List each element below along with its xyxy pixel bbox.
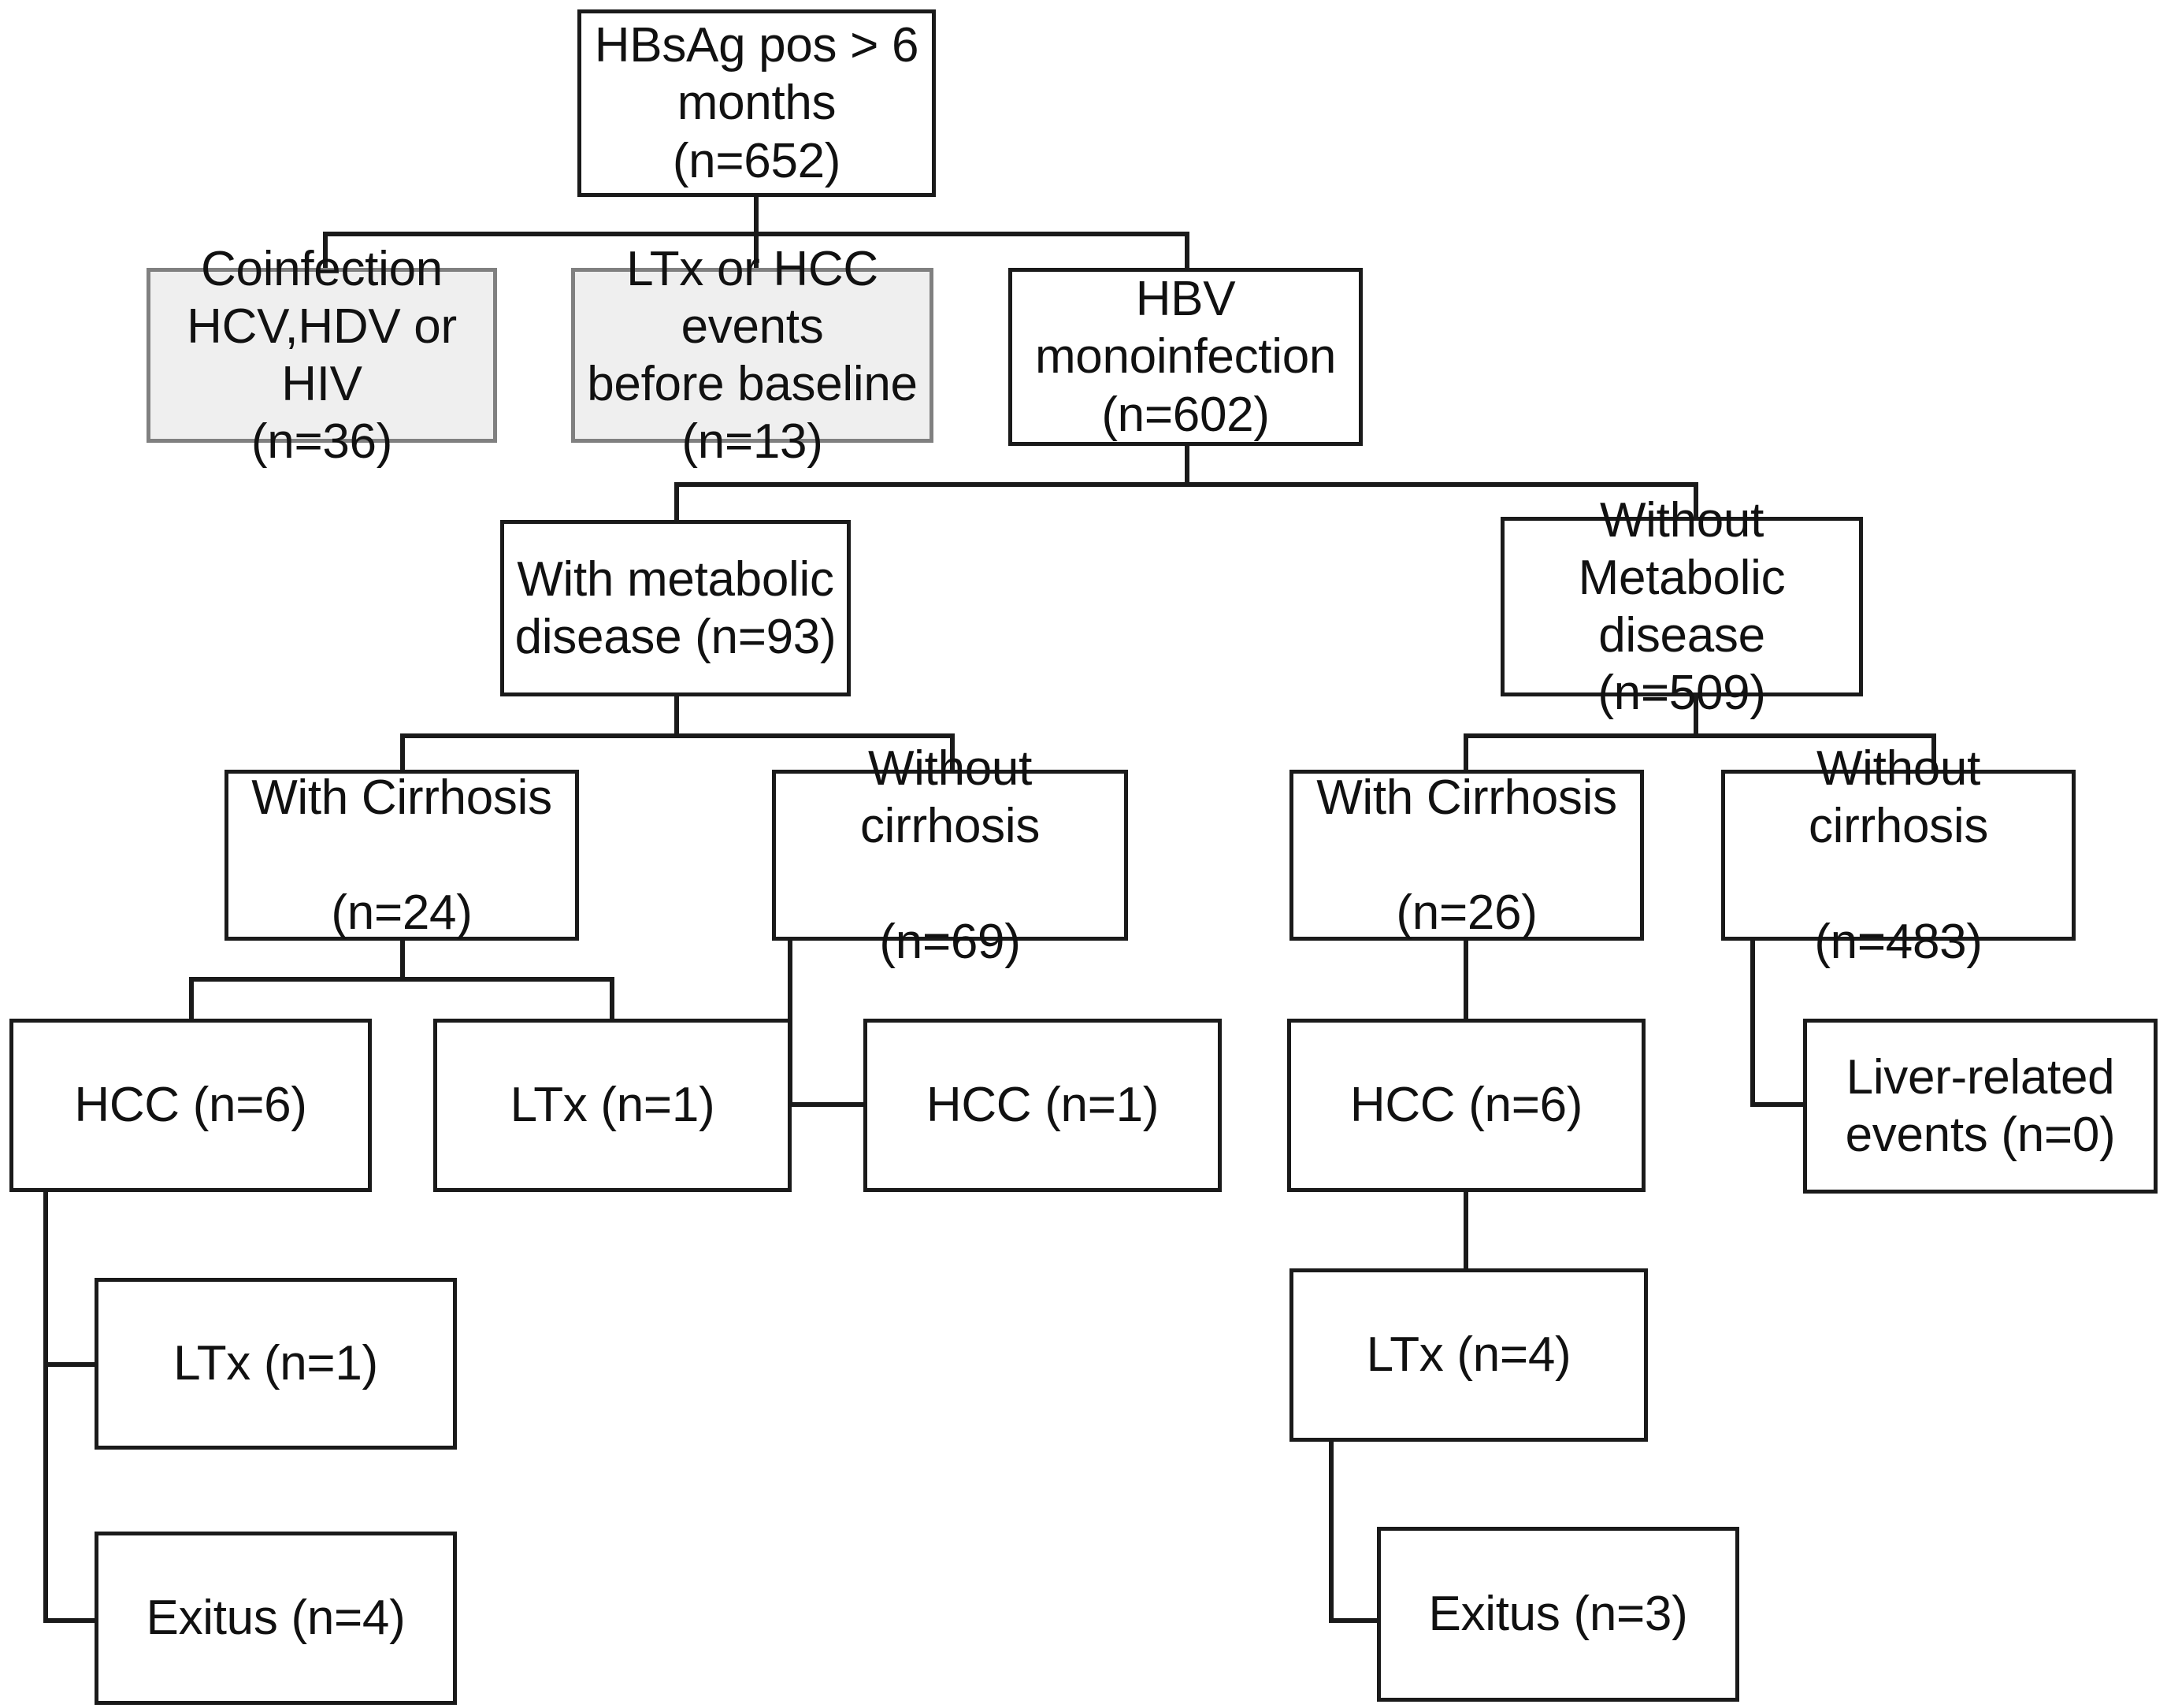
edge-met-hcc-to-ltx xyxy=(43,1362,98,1367)
edge-drop-coinfection xyxy=(323,232,328,269)
node-met-hcc-exitus[interactable]: Exitus (n=4) xyxy=(95,1532,457,1705)
node-monoinfection[interactable]: HBV monoinfection (n=602) xyxy=(1008,268,1363,446)
node-nomet-with-cirrhosis-label: With Cirrhosis (n=26) xyxy=(1316,770,1617,941)
edge-nomet-hcc-to-ltx xyxy=(1464,1191,1468,1270)
node-without-metabolic-label: Without Metabolic disease (n=509) xyxy=(1578,492,1786,721)
node-coinfection[interactable]: Coinfection HCV,HDV or HIV (n=36) xyxy=(147,242,497,469)
node-monoinfection-label: HBV monoinfection (n=602) xyxy=(1034,272,1337,442)
node-nomet-nocirr-liver-events[interactable]: Liver-related events (n=0) xyxy=(1803,1019,2158,1194)
edge-drop-nomet-with-cirrhosis xyxy=(1464,733,1468,773)
node-nomet-cirr-hcc[interactable]: HCC (n=6) xyxy=(1287,1019,1646,1192)
edge-drop-met-cirr-ltx xyxy=(610,977,614,1019)
node-nomet-hcc-ltx-label: LTx (n=4) xyxy=(1366,1327,1571,1383)
edge-nometabolic-bus xyxy=(1464,733,1936,738)
edge-drop-prebaseline xyxy=(754,232,759,269)
edge-met-hcc-rail xyxy=(43,1191,48,1623)
edge-drop-nomet-without-cirrhosis xyxy=(1931,733,1936,773)
node-coinfection-label: Coinfection HCV,HDV or HIV (n=36) xyxy=(187,241,457,470)
node-with-metabolic[interactable]: With metabolic disease (n=93) xyxy=(500,520,851,696)
node-pre-baseline-events-label: LTx or HCC events before baseline (n=13) xyxy=(587,241,918,470)
edge-drop-with-metabolic xyxy=(674,482,679,523)
edge-nomet-nocirr-vert xyxy=(1750,938,1755,1107)
node-nomet-ltx-exitus[interactable]: Exitus (n=3) xyxy=(1377,1527,1739,1702)
node-met-hcc-exitus-label: Exitus (n=4) xyxy=(146,1591,406,1646)
edge-drop-monoinfection xyxy=(1185,232,1189,269)
node-nomet-hcc-ltx[interactable]: LTx (n=4) xyxy=(1289,1268,1648,1442)
node-nomet-without-cirrhosis-label: Without cirrhosis (n=483) xyxy=(1808,741,1989,969)
edge-without-metabolic-stem xyxy=(1694,693,1698,737)
edge-met-nocirr-hcc-horiz xyxy=(788,1102,870,1107)
edge-row2-bus xyxy=(674,482,1698,487)
node-met-hcc-ltx[interactable]: LTx (n=1) xyxy=(95,1278,457,1450)
edge-monoinfection-stem xyxy=(1185,443,1189,485)
edge-drop-met-without-cirrhosis xyxy=(950,733,955,773)
edge-met-cirrhosis-stem xyxy=(400,938,405,978)
node-met-without-cirrhosis[interactable]: Without cirrhosis (n=69) xyxy=(772,741,1128,969)
edge-nomet-nocirr-horiz xyxy=(1750,1102,1833,1107)
edge-metabolic-bus xyxy=(400,733,955,738)
edge-root-stem xyxy=(754,194,759,235)
node-met-nocirr-hcc[interactable]: HCC (n=1) xyxy=(863,1019,1222,1192)
node-with-metabolic-label: With metabolic disease (n=93) xyxy=(514,551,837,664)
node-met-cirr-ltx-label: LTx (n=1) xyxy=(510,1078,715,1133)
node-met-with-cirrhosis[interactable]: With Cirrhosis (n=24) xyxy=(224,770,579,941)
node-nomet-cirr-hcc-label: HCC (n=6) xyxy=(1349,1078,1583,1133)
node-nomet-nocirr-liver-events-label: Liver-related events (n=0) xyxy=(1845,1049,2116,1162)
node-met-cirr-hcc[interactable]: HCC (n=6) xyxy=(9,1019,372,1192)
node-nomet-without-cirrhosis[interactable]: Without cirrhosis (n=483) xyxy=(1721,741,2076,969)
edge-drop-without-metabolic xyxy=(1694,482,1698,523)
node-met-without-cirrhosis-label: Without cirrhosis (n=69) xyxy=(859,741,1041,969)
node-met-nocirr-hcc-label: HCC (n=1) xyxy=(926,1078,1160,1133)
edge-nomet-cirrhosis-stem xyxy=(1464,938,1468,1019)
node-met-cirr-ltx[interactable]: LTx (n=1) xyxy=(433,1019,792,1192)
edge-nomet-ltx-to-exitus xyxy=(1329,1618,1380,1623)
node-nomet-ltx-exitus-label: Exitus (n=3) xyxy=(1428,1587,1688,1642)
node-without-metabolic[interactable]: Without Metabolic disease (n=509) xyxy=(1501,493,1863,720)
node-root[interactable]: HBsAg pos > 6 months (n=652) xyxy=(577,9,936,197)
node-nomet-with-cirrhosis[interactable]: With Cirrhosis (n=26) xyxy=(1289,770,1644,941)
edge-met-hcc-to-exitus xyxy=(43,1618,98,1623)
node-pre-baseline-events[interactable]: LTx or HCC events before baseline (n=13) xyxy=(571,242,933,469)
edge-met-cirrhosis-bus xyxy=(189,977,614,982)
edge-drop-met-with-cirrhosis xyxy=(400,733,405,773)
node-met-cirr-hcc-label: HCC (n=6) xyxy=(74,1078,307,1133)
node-met-hcc-ltx-label: LTx (n=1) xyxy=(173,1336,378,1391)
node-met-with-cirrhosis-label: With Cirrhosis (n=24) xyxy=(251,770,552,941)
edge-with-metabolic-stem xyxy=(674,693,679,737)
edge-nomet-ltx-rail xyxy=(1329,1442,1334,1623)
edge-drop-met-cirr-hcc xyxy=(189,977,194,1019)
node-root-label: HBsAg pos > 6 months (n=652) xyxy=(594,18,919,188)
